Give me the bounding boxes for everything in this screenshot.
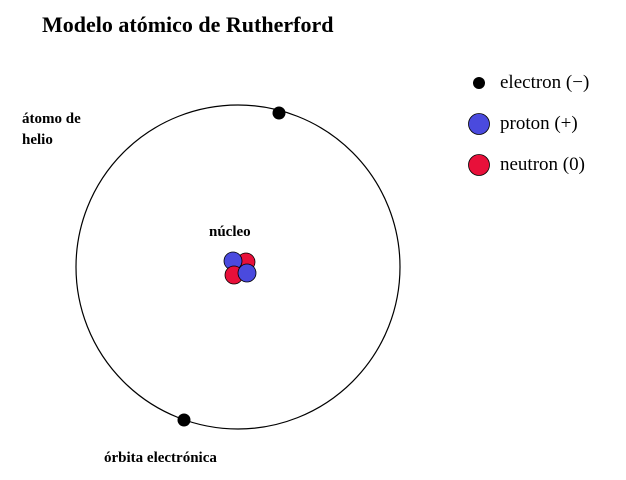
proton-swatch	[468, 112, 490, 135]
orbit-label: órbita electrónica	[104, 450, 217, 466]
neutron-swatch	[468, 153, 490, 176]
legend-label-electron: electron (−)	[500, 71, 590, 93]
electron-orbit	[75, 104, 401, 430]
nucleus	[223, 251, 257, 285]
neutron-icon	[466, 152, 492, 178]
legend: electron (−) proton (+) neutron (0)	[466, 62, 589, 185]
electron-icon	[466, 70, 492, 96]
proton-icon	[466, 111, 492, 137]
atom-label: átomo de helio	[22, 109, 112, 151]
legend-label-proton: proton (+)	[500, 112, 578, 134]
legend-item-electron: electron (−)	[466, 62, 589, 103]
atom-label-line1: átomo de	[22, 111, 81, 127]
electron-bottom	[177, 413, 191, 427]
electron-top	[272, 106, 286, 120]
nucleus-label: núcleo	[209, 224, 251, 240]
legend-item-proton: proton (+)	[466, 103, 589, 144]
electron-swatch	[473, 76, 485, 89]
proton-bottom-right	[237, 263, 257, 283]
legend-label-neutron: neutron (0)	[500, 153, 585, 175]
legend-item-neutron: neutron (0)	[466, 144, 589, 185]
diagram-title: Modelo atómico de Rutherford	[42, 12, 334, 37]
atom-label-line2: helio	[22, 132, 53, 148]
